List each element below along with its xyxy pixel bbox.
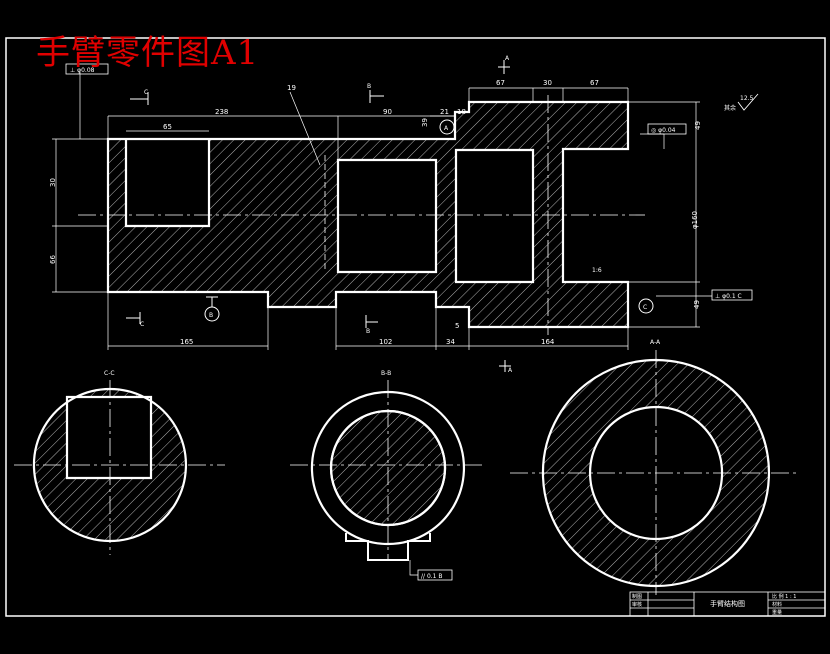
tb-drawing-name: 手臂结构图	[710, 599, 745, 608]
dimension-texts: 238 65 90 21 18 39 67 30 67 49 φ160 49 3…	[49, 79, 702, 346]
dim-30: 30	[543, 79, 552, 87]
section-title-aa: A-A	[650, 339, 661, 346]
leader-label: 1:6	[592, 267, 602, 274]
dim-67-right: 67	[590, 79, 599, 87]
tolerance-frame-3	[711, 289, 753, 301]
dim-66-vertical: 66	[49, 255, 57, 264]
section-label-b-bottom: B	[366, 328, 370, 335]
tolerance-text-1: ⊥ φ0.08	[70, 67, 95, 74]
roughness-value: 12.5	[740, 95, 754, 102]
dim-30-vertical: 30	[49, 178, 57, 187]
tolerance-text-3: ⊥ φ0.1 C	[715, 293, 742, 300]
tolerance-text-4: // 0.1 B	[421, 573, 443, 580]
drawing-title: 手臂零件图A1	[36, 33, 260, 73]
dim-238: 238	[215, 108, 228, 116]
dim-34: 34	[446, 338, 455, 346]
dim-39: 39	[421, 118, 429, 127]
section-label-c-bottom: C	[140, 321, 144, 328]
section-title-bb: B-B	[381, 370, 391, 377]
main-section-body	[106, 100, 630, 329]
section-label-c-top: C	[144, 89, 148, 96]
cc-section-body	[32, 387, 187, 543]
tolerance-text-2: ◎ φ0.04	[651, 127, 676, 134]
dim-5: 5	[455, 322, 459, 330]
circle-label-a: A	[444, 125, 449, 132]
section-label-a-bottom: A	[508, 367, 513, 374]
dim-phi160: φ160	[691, 211, 699, 229]
section-label-b-top: B	[367, 83, 371, 90]
roughness-rest: 其余	[724, 104, 736, 112]
tb-weight: 重量	[772, 609, 782, 616]
tb-scale: 比 例 1 : 1	[772, 593, 796, 600]
aa-section-ring	[541, 358, 771, 588]
section-title-cc: C-C	[104, 370, 115, 377]
dim-49-top: 49	[694, 121, 702, 130]
bb-tolerance-leader	[409, 560, 418, 576]
section-markers	[126, 60, 511, 372]
circle-marker-b	[204, 306, 220, 322]
roughness-symbol	[737, 93, 759, 111]
drawing-frame	[5, 37, 826, 617]
dim-67-left: 67	[496, 79, 505, 87]
circle-label-c: C	[643, 304, 647, 311]
dim-90: 90	[383, 108, 392, 116]
tolerance-frame-1	[65, 63, 109, 75]
dim-18: 18	[457, 108, 466, 116]
dim-21: 21	[440, 108, 449, 116]
section-view-bb	[290, 380, 486, 576]
dim-165: 165	[180, 338, 193, 346]
circle-label-b: B	[209, 312, 213, 319]
dim-49-bottom: 49	[693, 300, 701, 309]
section-view-aa	[510, 350, 800, 595]
circle-marker-a	[439, 119, 455, 135]
tolerance-frame-2	[647, 123, 687, 135]
circle-marker-c	[638, 298, 654, 314]
section-label-a-top: A	[505, 55, 510, 62]
tb-reviewed: 审核	[632, 601, 642, 608]
dimension-lines	[52, 72, 712, 350]
tb-drafted: 制图	[632, 593, 642, 600]
dim-102: 102	[379, 338, 392, 346]
dim-19: 19	[287, 84, 296, 92]
tb-material: 材料	[772, 601, 782, 608]
dim-65: 65	[163, 123, 172, 131]
section-labels: C B A C B A C-C B-B A-A A C B 1:6 12.5 其…	[104, 55, 754, 377]
tolerance-texts: ⊥ φ0.08 ◎ φ0.04 ⊥ φ0.1 C // 0.1 B	[70, 67, 742, 580]
dim-164: 164	[541, 338, 555, 346]
title-block	[629, 591, 826, 617]
title-block-texts: 手臂结构图 比 例 1 : 1 材料 重量 制图 审核	[632, 593, 796, 616]
section-view-cc	[14, 380, 225, 555]
